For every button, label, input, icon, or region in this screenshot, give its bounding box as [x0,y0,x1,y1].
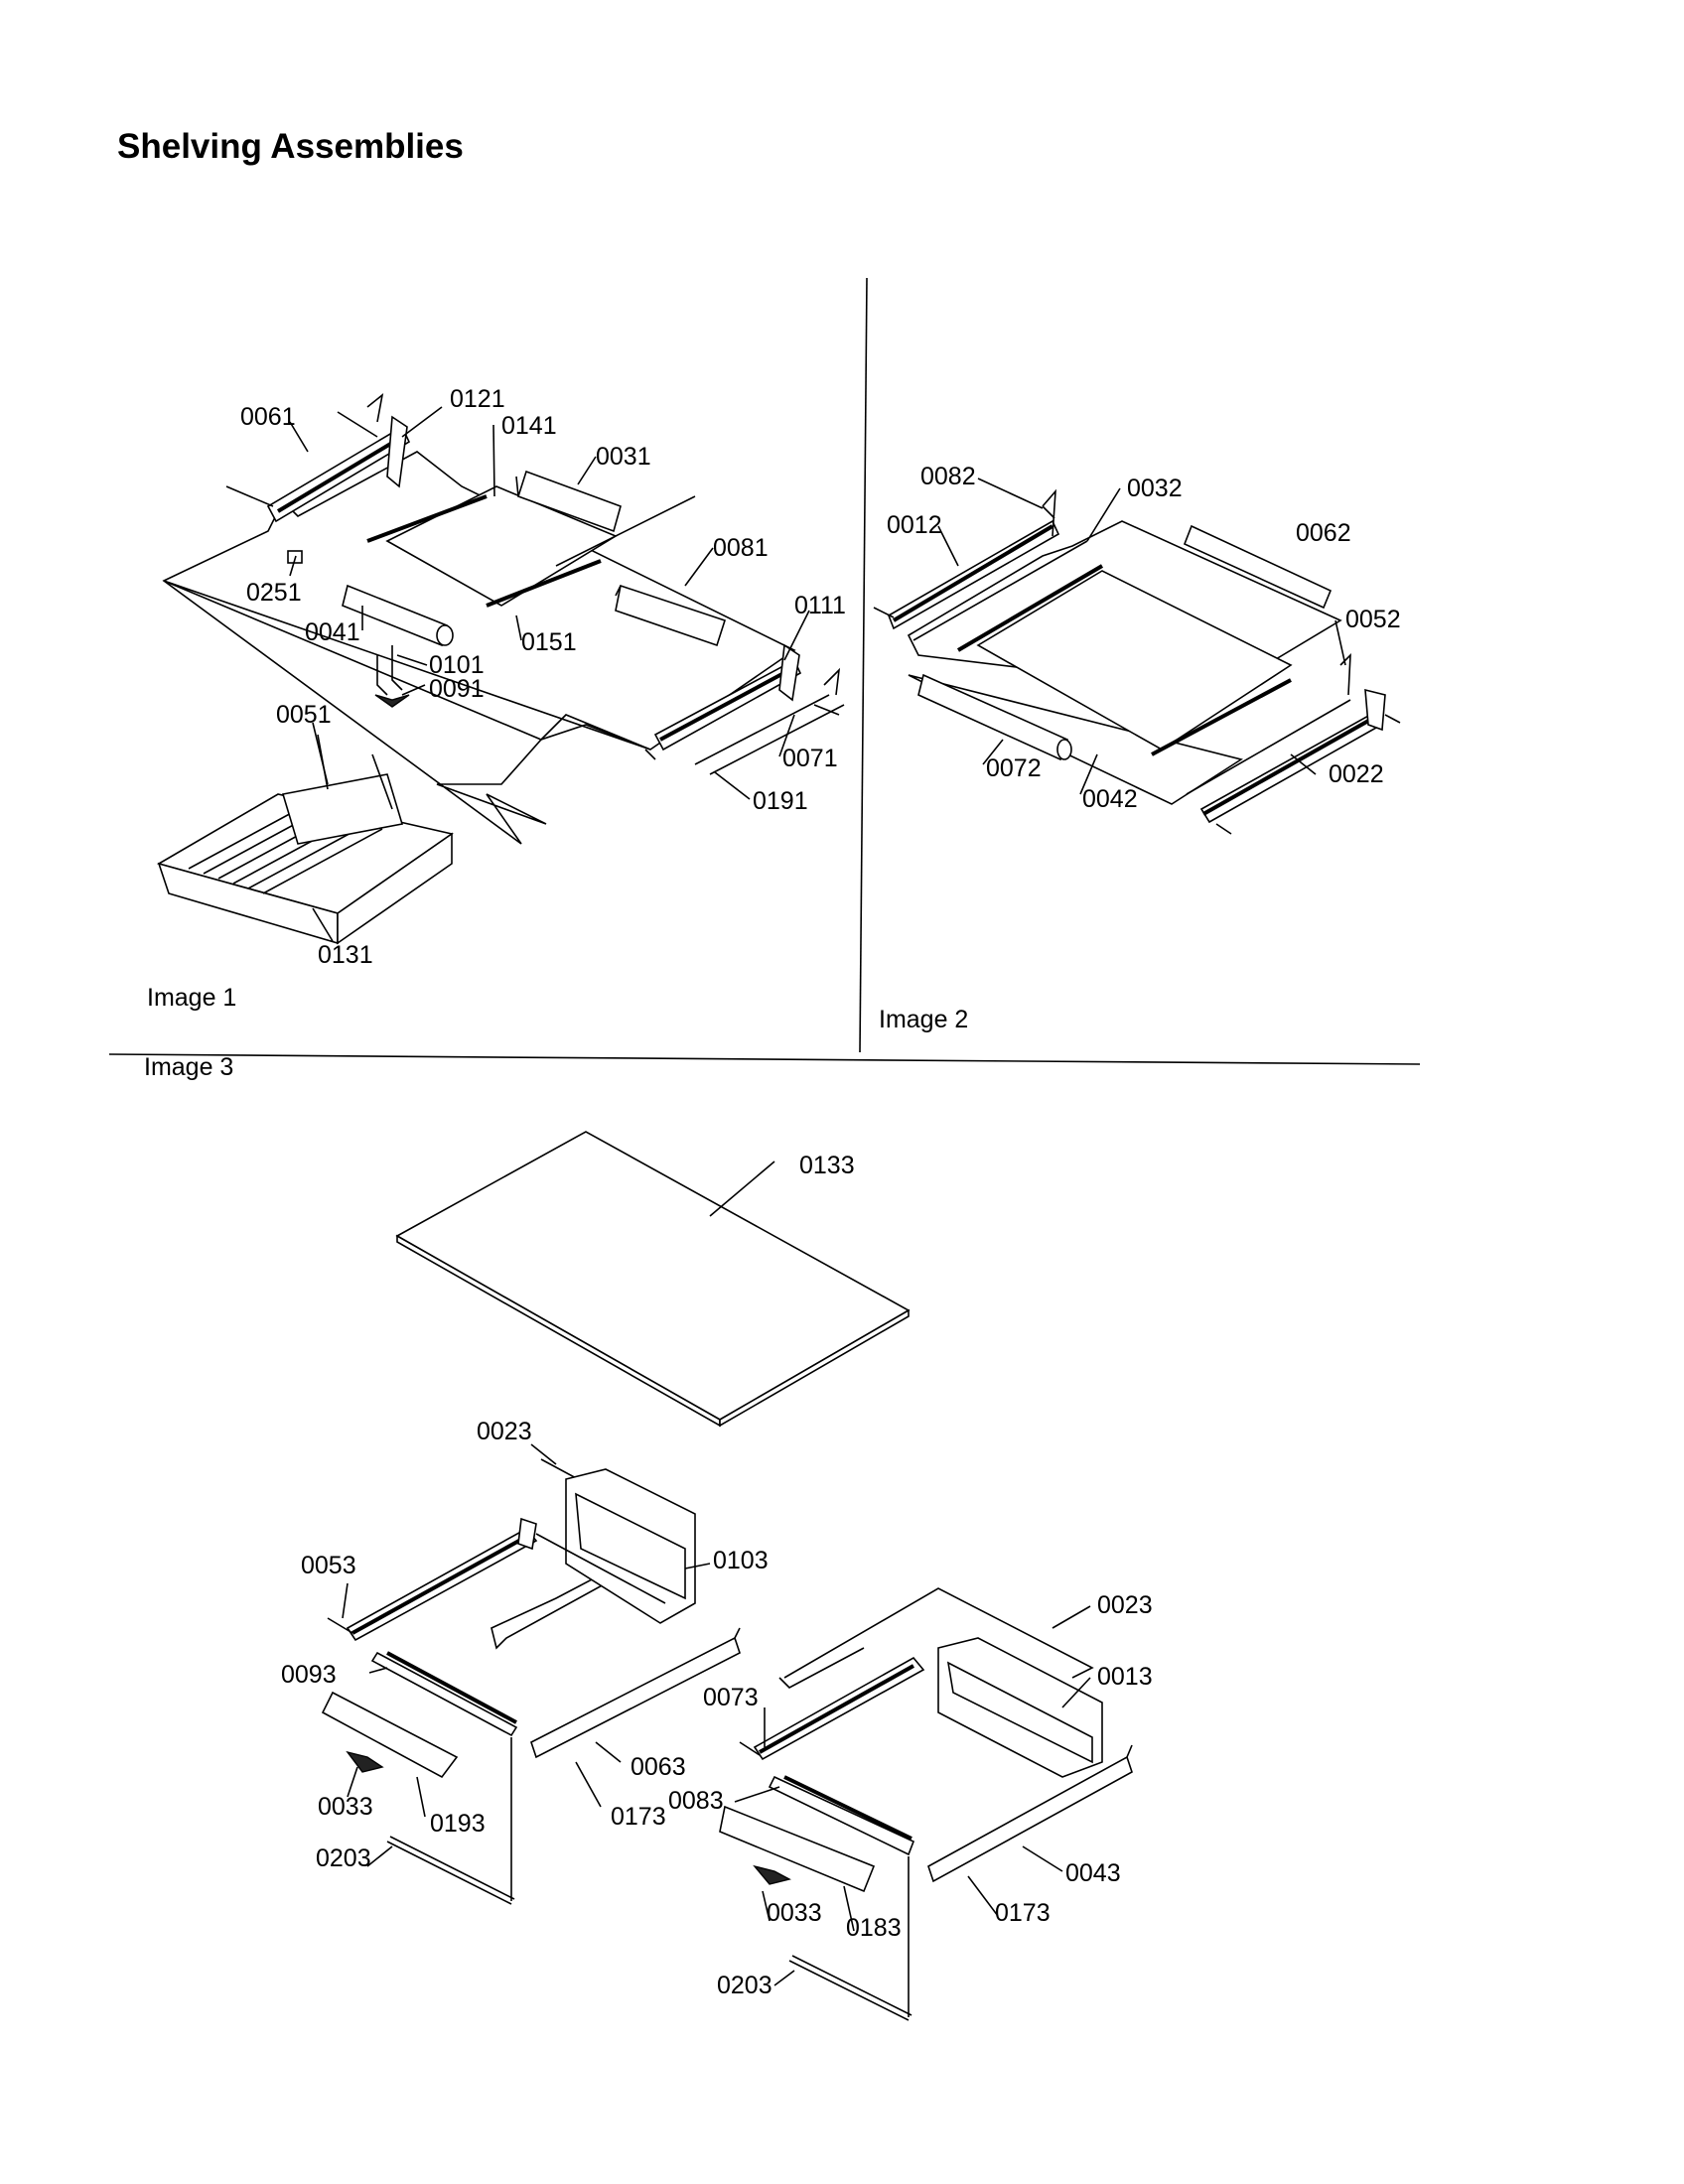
callout-label: 0032 [1127,475,1183,502]
page-title: Shelving Assemblies [117,127,464,166]
callout-label: 0082 [920,463,976,490]
callout-label: 0031 [596,443,651,471]
callout-label: 0151 [521,628,577,656]
callout-label: 0012 [887,511,942,539]
callout-label: 0062 [1296,519,1351,547]
callout-label: 0251 [246,579,302,607]
callout-label: 0133 [799,1152,855,1179]
callout-label: 0053 [301,1552,356,1579]
callout-label: 0013 [1097,1663,1153,1691]
callout-label: 0191 [753,787,808,815]
panel-dividers [108,277,1421,1065]
leader-lines [289,406,1346,1986]
callout-label: 0023 [1097,1591,1153,1619]
image-3-callouts: 0133 0023 0053 0103 0093 0063 0033 0193 … [281,1152,1153,1999]
callout-label: 0131 [318,941,373,969]
callout-label: 0061 [240,403,296,431]
callout-label: 0033 [767,1899,822,1927]
callout-label: 0042 [1082,785,1138,813]
callout-label: 0203 [717,1972,772,1999]
callout-label: 0101 [429,651,485,679]
callout-label: 0043 [1065,1859,1121,1887]
callout-label: 0072 [986,754,1042,782]
panel-caption-image-2: Image 2 [879,1006,968,1033]
callout-label: 0023 [477,1418,532,1445]
panel-caption-image-3: Image 3 [144,1053,233,1081]
callout-label: 0173 [611,1803,666,1831]
panel-caption-image-1: Image 1 [147,984,236,1012]
callout-label: 0103 [713,1547,769,1574]
callout-label: 0063 [631,1753,686,1781]
callout-label: 0052 [1345,606,1401,633]
image-2-drawing [873,488,1401,835]
callout-label: 0173 [995,1899,1051,1927]
callout-label: 0071 [782,745,838,772]
callout-label: 0121 [450,385,505,413]
callout-label: 0193 [430,1810,486,1838]
panel-captions: Image 1 Image 2 Image 3 [144,984,968,1081]
callout-label: 0111 [794,592,846,619]
callout-label: 0093 [281,1661,337,1689]
callout-label: 0203 [316,1844,371,1872]
callout-label: 0051 [276,701,332,729]
callout-label: 0081 [713,534,769,562]
image-1-drawing [156,393,845,945]
callout-label: 0041 [305,618,360,646]
image-3-drawing [321,1131,1133,2021]
callout-label: 0083 [668,1787,724,1815]
callout-label: 0022 [1329,760,1384,788]
callout-label: 0141 [501,412,557,440]
image-2-callouts: 0082 0032 0012 0062 0052 0072 0042 0022 [887,463,1401,813]
callout-label: 0033 [318,1793,373,1821]
callout-label: 0073 [703,1684,759,1711]
callout-label: 0183 [846,1914,902,1942]
image-1-callouts: 0061 0121 0141 0031 0081 0251 0041 0151 … [240,385,846,969]
callout-label: 0091 [429,675,485,703]
